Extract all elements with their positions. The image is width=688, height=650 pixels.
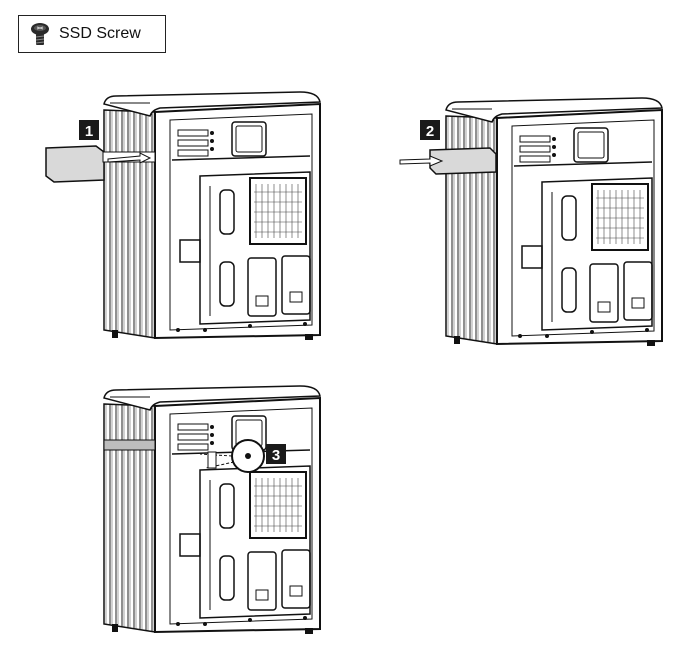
insert-arrow-1 — [107, 152, 152, 164]
tower-step-3 — [103, 385, 321, 635]
screw-icon — [31, 23, 49, 45]
step-badge-3: 3 — [266, 444, 286, 464]
ssd-drive — [45, 145, 105, 183]
svg-text:1: 1 — [85, 123, 93, 140]
step-badge-1: 1 — [79, 120, 99, 140]
tower-step-2 — [399, 97, 663, 347]
ssd-drive-inserted — [429, 147, 497, 175]
legend-label: SSD Screw — [59, 25, 141, 42]
tower-step-1 — [45, 91, 321, 341]
step-badge-2: 2 — [420, 120, 440, 140]
legend-box: SSD Screw — [18, 15, 166, 53]
svg-text:2: 2 — [426, 123, 434, 140]
svg-text:3: 3 — [272, 447, 280, 464]
